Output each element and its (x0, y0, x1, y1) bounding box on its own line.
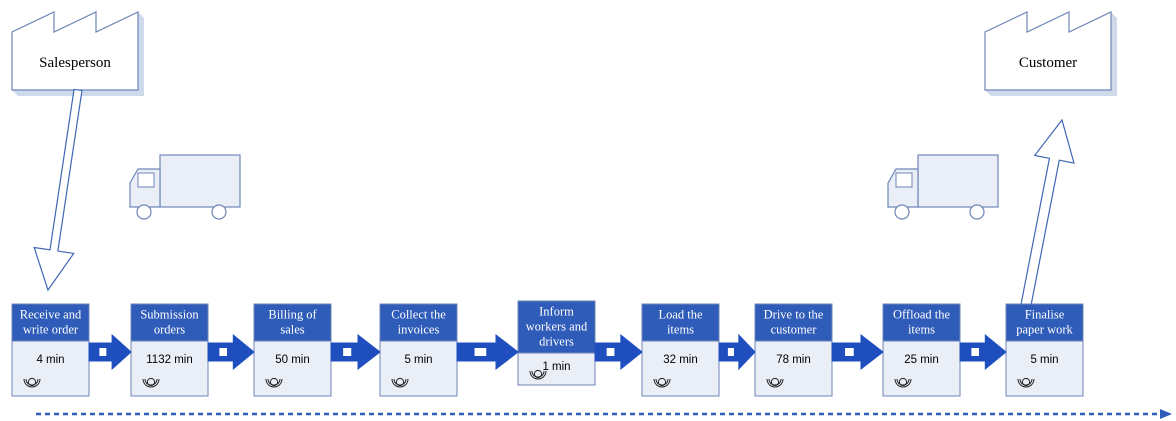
process-title-line: Offload the (893, 308, 950, 322)
process-title-line: Drive to the (764, 308, 824, 322)
push-arrow-icon (594, 333, 643, 371)
timeline-arrow (36, 409, 1172, 419)
process-header (253, 303, 332, 342)
shipment-arrow-icon (33, 88, 83, 292)
process-title-line: Finalise (1025, 308, 1065, 322)
supplier-salesperson-label: Salesperson (39, 55, 111, 71)
process-title-line: Inform (539, 305, 574, 319)
process-time: 32 min (663, 354, 698, 366)
operator-icon (265, 377, 283, 388)
process-title-line: orders (154, 323, 185, 337)
push-arrow-icon (330, 333, 381, 371)
push-arrow-icon (207, 333, 255, 371)
process-header (11, 303, 90, 342)
process-time: 1 min (542, 361, 570, 373)
operator-icon (894, 377, 912, 388)
process-title-line: Submission (140, 308, 199, 322)
process-title-line: invoices (398, 323, 440, 337)
process-title-line: write order (23, 323, 79, 337)
factory-icon (984, 11, 1112, 91)
process-title-line: sales (280, 323, 304, 337)
operator-icon (391, 377, 409, 388)
operator-icon (766, 377, 784, 388)
process-time: 50 min (275, 354, 310, 366)
push-arrow-icon (88, 333, 132, 371)
process-time: 25 min (904, 354, 939, 366)
customer-entity-label: Customer (1019, 55, 1077, 71)
process-time: 4 min (36, 354, 64, 366)
process-time: 1132 min (146, 354, 192, 366)
operator-icon (1017, 377, 1035, 388)
process-title-line: Load the (658, 308, 703, 322)
supplier-salesperson: Salesperson (11, 11, 144, 96)
process-title-line: Receive and (20, 308, 82, 322)
operator-icon (529, 369, 547, 380)
process-title-line: Billing of (268, 308, 317, 322)
process-header (641, 303, 720, 342)
process-header (517, 300, 596, 354)
process-time: 78 min (776, 354, 811, 366)
process-time: 5 min (404, 354, 432, 366)
truck-icon (129, 154, 241, 220)
process-header (379, 303, 458, 342)
process-title-line: drivers (539, 335, 574, 349)
process-header (882, 303, 961, 342)
operator-icon (653, 377, 671, 388)
truck-icon (887, 154, 999, 220)
process-title-line: Collect the (391, 308, 446, 322)
push-arrow-icon (718, 333, 756, 371)
process-header (130, 303, 209, 342)
process-header (1005, 303, 1084, 342)
process-time: 5 min (1030, 354, 1058, 366)
process-title-line: customer (771, 323, 818, 337)
push-arrow-icon (959, 333, 1007, 371)
push-arrow-icon (456, 333, 519, 371)
process-header (754, 303, 833, 342)
customer-entity: Customer (984, 11, 1117, 96)
operator-icon (142, 377, 160, 388)
process-title-line: workers and (526, 320, 588, 334)
factory-icon (11, 11, 139, 91)
operator-icon (23, 377, 41, 388)
shipment-arrow-icon (1019, 118, 1075, 312)
process-title-line: items (908, 323, 935, 337)
process-title-line: items (667, 323, 694, 337)
push-arrow-icon (831, 333, 884, 371)
process-title-line: paper work (1016, 323, 1073, 337)
